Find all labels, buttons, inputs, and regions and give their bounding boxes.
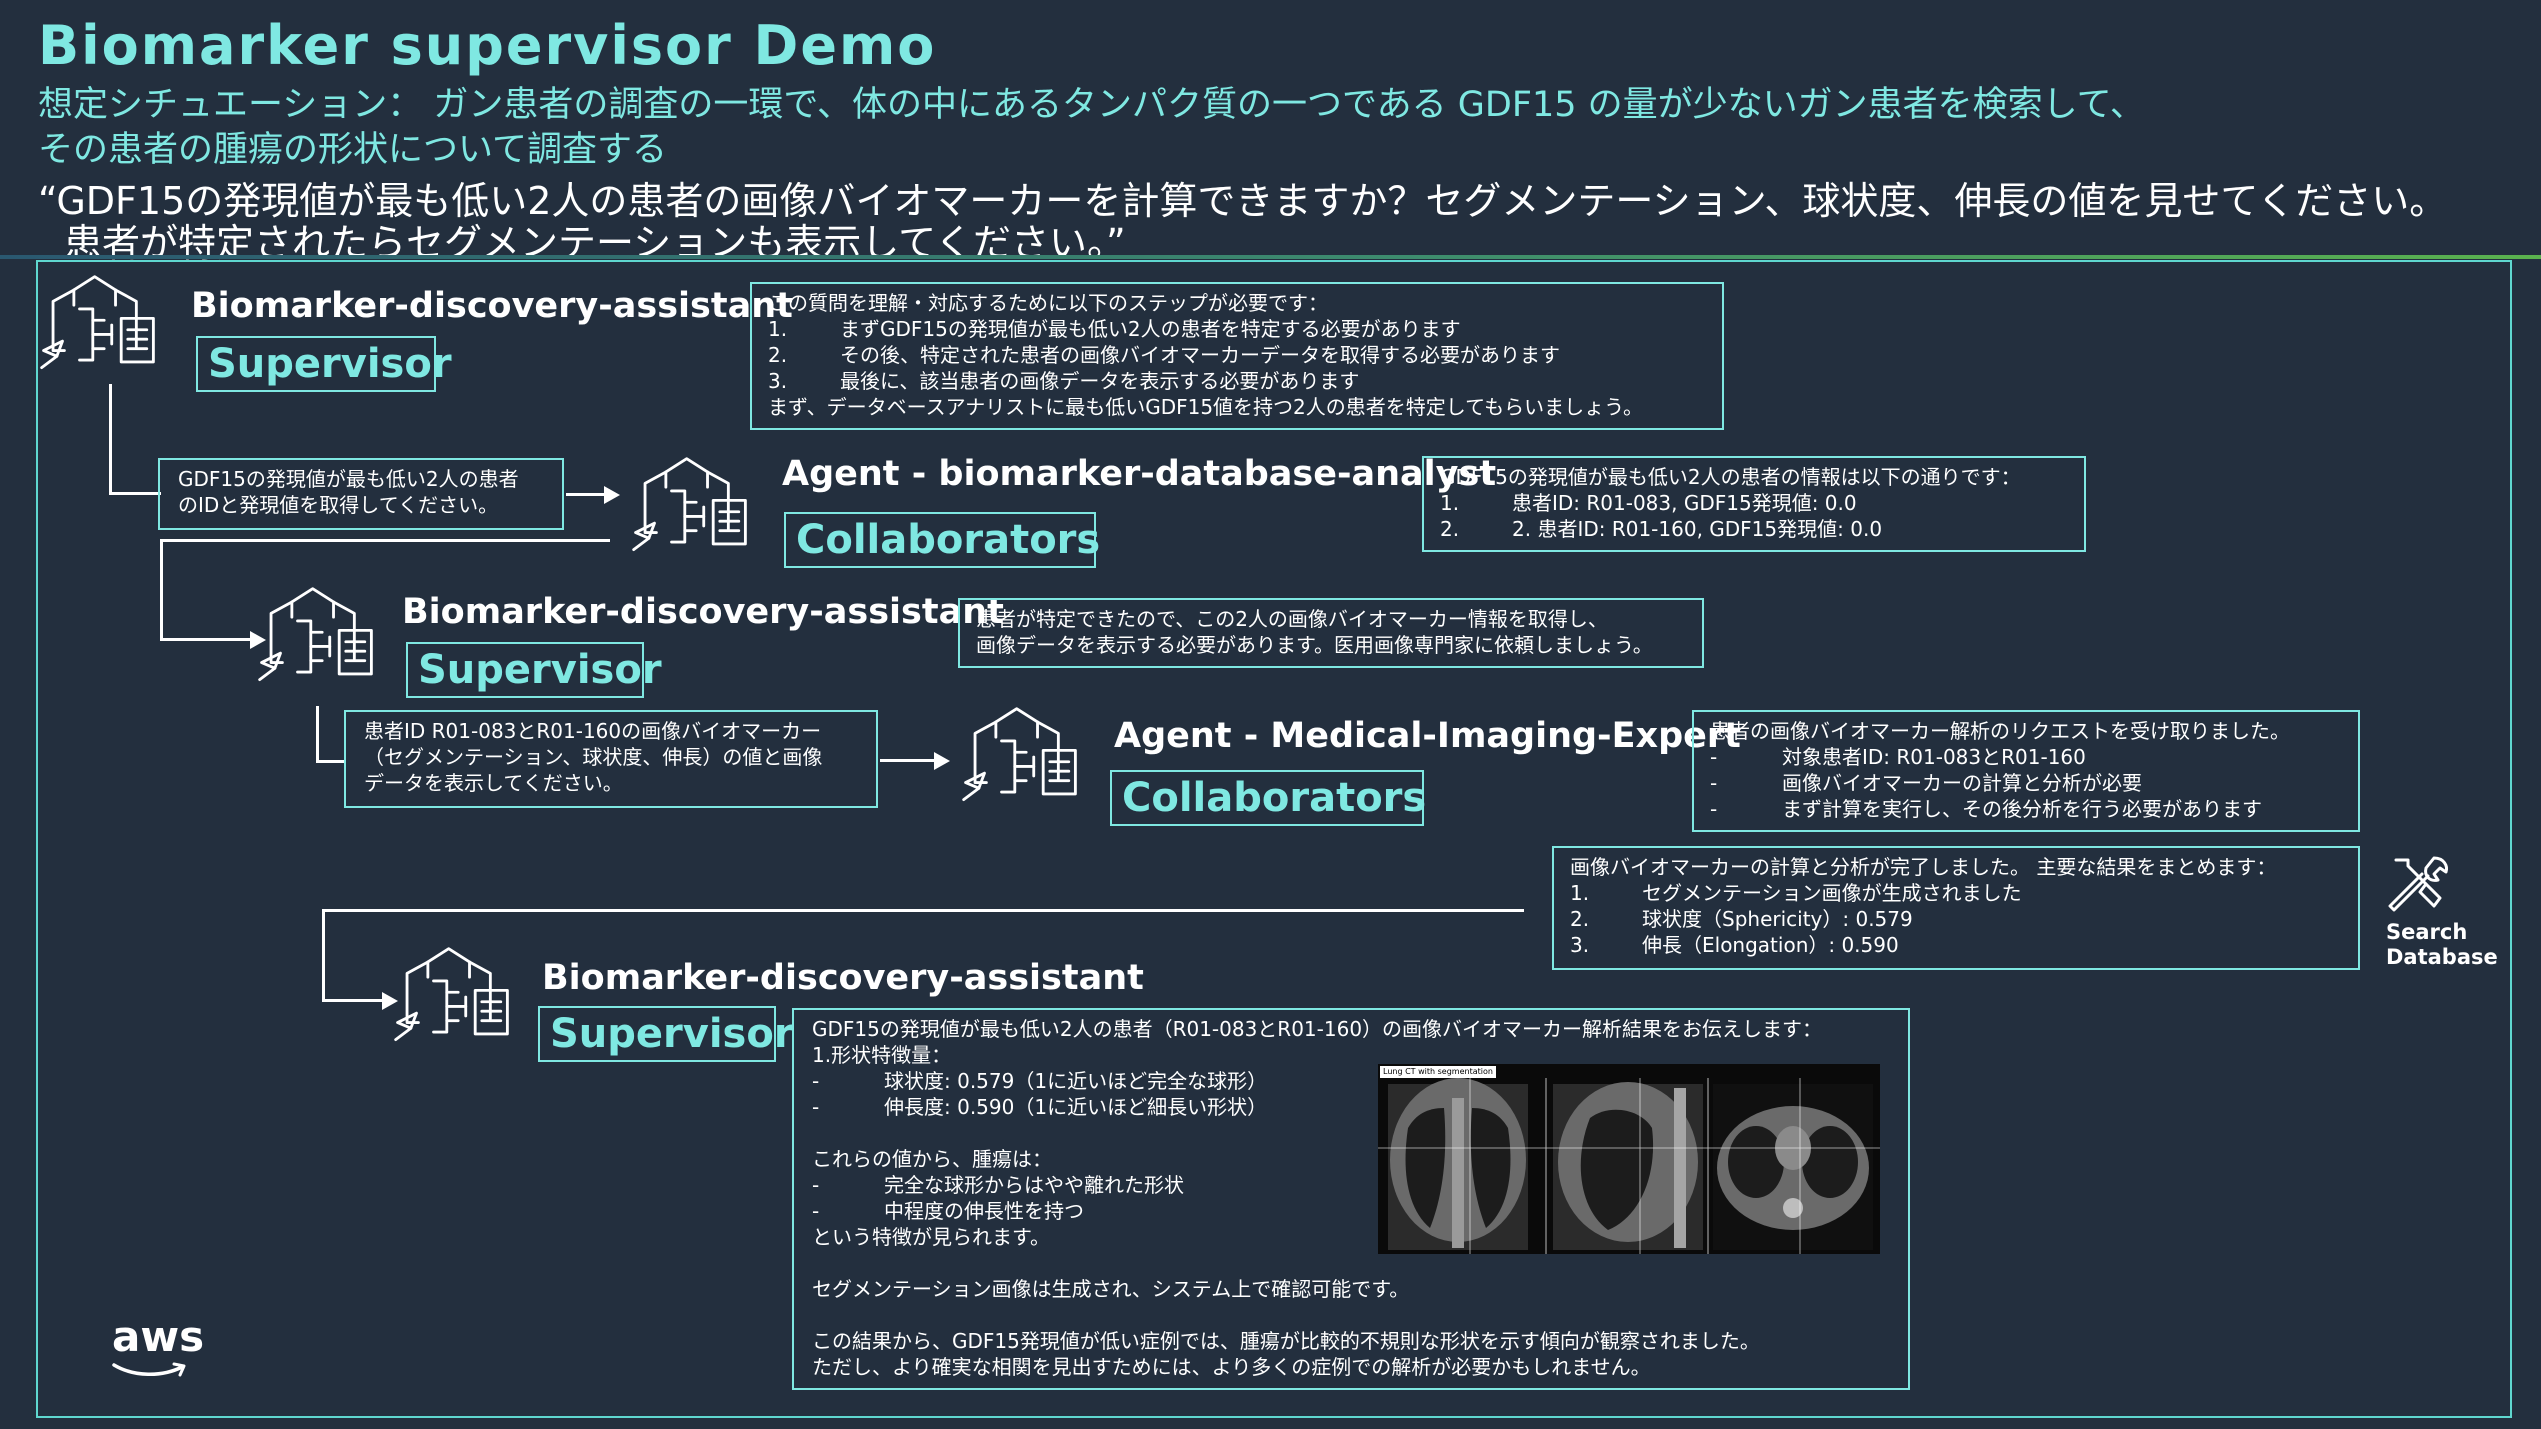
agent-icon — [394, 947, 509, 1042]
workflow-frame — [36, 260, 2512, 1418]
final-answer-bubble: GDF15の発現値が最も低い2人の患者（R01-083とR01-160）の画像バ… — [792, 1008, 1910, 1390]
role-badge-supervisor: Supervisor — [538, 1006, 794, 1062]
list-item: -完全な球形からはやや離れた形状 — [812, 1173, 1184, 1197]
header-divider — [0, 255, 2541, 259]
list-item: -中程度の伸長性を持つ — [812, 1199, 1084, 1223]
connector-line — [160, 638, 252, 641]
request-bubble: GDF15の発現値が最も低い2人の患者 のIDと発現値を取得してください。 — [158, 458, 564, 530]
list-item: 1.まずGDF15の発現値が最も低い2人の患者を特定する必要があります — [768, 317, 1461, 341]
connector-line — [109, 384, 112, 494]
ct-segmentation-image: Lung CT with segmentation — [1378, 1064, 1880, 1254]
connector-line — [322, 909, 1524, 912]
role-badge-supervisor: Supervisor — [196, 336, 452, 392]
aws-logo-text: aws — [112, 1312, 205, 1361]
list-item: -まず計算を実行し、その後分析を行う必要があります — [1710, 797, 2262, 821]
tools-icon — [2388, 856, 2448, 912]
scenario-line-1: 想定シチュエーション： ガン患者の調査の一環で、体の中にあるタンパク質の一つであ… — [38, 85, 2145, 125]
list-item: 3.伸長（Elongation）: 0.590 — [1570, 933, 1899, 957]
list-item: 3.最後に、該当患者の画像データを表示する必要があります — [768, 369, 1360, 393]
result-bubble: 画像バイオマーカーの計算と分析が完了しました。 主要な結果をまとめます： 1.セ… — [1552, 846, 2360, 970]
list-item: -球状度: 0.579（1に近いほど完全な球形） — [812, 1069, 1268, 1093]
ct-scan-graphic — [1378, 1078, 1880, 1254]
connector-line — [566, 493, 606, 496]
connector-line — [322, 909, 325, 1001]
scenario-line-2: その患者の腫瘍の形状について調査する — [38, 130, 667, 170]
connector-line — [109, 492, 161, 495]
aws-smile-icon — [112, 1362, 186, 1377]
role-badge-collaborators: Collaborators — [784, 512, 1100, 568]
agent-name: Biomarker-discovery-assistant — [402, 592, 1004, 632]
arrow-right-icon — [934, 752, 950, 770]
agent-name: Agent - biomarker-database-analyst — [782, 454, 1497, 494]
role-badge-collaborators: Collaborators — [1110, 770, 1426, 826]
tool-label: Search Database — [2386, 920, 2498, 969]
agent-icon — [962, 707, 1077, 802]
agent-icon — [40, 275, 155, 370]
connector-line — [316, 706, 319, 762]
agent-name: Biomarker-discovery-assistant — [191, 286, 793, 326]
response-bubble: 患者の画像バイオマーカー解析のリクエストを受け取りました。 -対象患者ID: R… — [1692, 710, 2360, 832]
thought-bubble: 患者が特定できたので、この2人の画像バイオマーカー情報を取得し、 画像データを表… — [958, 598, 1704, 668]
arrow-right-icon — [604, 486, 620, 504]
agent-name: Agent - Medical-Imaging-Expert — [1114, 716, 1741, 756]
question-line-1: “GDF15の発現値が最も低い2人の患者の画像バイオマーカーを計算できますか？セ… — [38, 179, 2448, 223]
connector-line — [322, 999, 384, 1002]
aws-logo: aws — [112, 1312, 205, 1383]
list-item: -対象患者ID: R01-083とR01-160 — [1710, 745, 2086, 769]
arrow-right-icon — [382, 992, 398, 1010]
response-bubble: GDF15の発現値が最も低い2人の患者の情報は以下の通りです： 1.患者ID: … — [1422, 456, 2086, 552]
agent-icon — [258, 587, 373, 682]
agent-name: Biomarker-discovery-assistant — [542, 958, 1144, 998]
role-badge-supervisor: Supervisor — [406, 642, 662, 698]
connector-line — [160, 539, 610, 542]
list-item: 1.セグメンテーション画像が生成されました — [1570, 881, 2022, 905]
thought-outro: まず、データベースアナリストに最も低いGDF15値を持つ2人の患者を特定してもら… — [768, 395, 1643, 419]
list-item: 2.その後、特定された患者の画像バイオマーカーデータを取得する必要があります — [768, 343, 1560, 367]
image-title: Lung CT with segmentation — [1380, 1066, 1496, 1078]
thought-bubble: この質問を理解・対応するために以下のステップが必要です： 1.まずGDF15の発… — [750, 282, 1724, 430]
arrow-right-icon — [250, 631, 266, 649]
list-item: 2.2. 患者ID: R01-160, GDF15発現値: 0.0 — [1440, 517, 1883, 541]
request-bubble: 患者ID R01-083とR01-160の画像バイオマーカー （セグメンテーショ… — [344, 710, 878, 808]
thought-intro: この質問を理解・対応するために以下のステップが必要です： — [768, 291, 1328, 315]
connector-line — [160, 539, 163, 640]
connector-line — [316, 760, 346, 763]
page-title: Biomarker supervisor Demo — [38, 14, 937, 77]
list-item: 2.球状度（Sphericity）: 0.579 — [1570, 907, 1913, 931]
list-item: -伸長度: 0.590（1に近いほど細長い形状） — [812, 1095, 1268, 1119]
list-item: 1.患者ID: R01-083, GDF15発現値: 0.0 — [1440, 491, 1857, 515]
agent-icon — [632, 457, 747, 552]
list-item: -画像バイオマーカーの計算と分析が必要 — [1710, 771, 2142, 795]
connector-line — [880, 759, 936, 762]
